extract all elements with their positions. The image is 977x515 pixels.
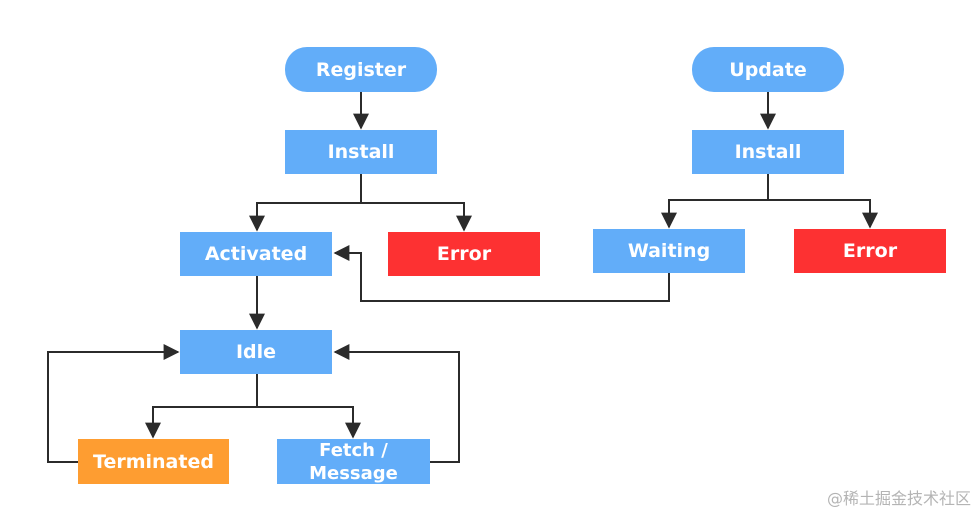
- install-node-left: Install: [285, 130, 437, 174]
- edge-idle-to-terminated: [145, 374, 258, 439]
- edge-install-to-error-left: [361, 202, 472, 232]
- error-node-left: Error: [388, 232, 540, 276]
- edge-install-to-error-right: [768, 199, 878, 229]
- edge-install-to-waiting: [661, 174, 769, 229]
- install-node-right: Install: [692, 130, 844, 174]
- waiting-node: Waiting: [593, 229, 745, 273]
- register-node: Register: [285, 47, 437, 92]
- edge-fetch-to-idle: [333, 344, 460, 463]
- edge-idle-to-fetch: [257, 406, 361, 439]
- edge-install-to-activated: [249, 174, 362, 232]
- watermark: @稀土掘金技术社区: [826, 489, 971, 508]
- activated-node: Activated: [180, 232, 332, 276]
- error-node-right: Error: [794, 229, 946, 273]
- fetch-message-node: Fetch / Message: [277, 439, 430, 484]
- idle-node: Idle: [180, 330, 332, 374]
- edge-terminated-to-idle: [47, 344, 180, 463]
- edge-waiting-to-activated: [333, 245, 670, 302]
- terminated-node: Terminated: [78, 439, 229, 484]
- update-node: Update: [692, 47, 844, 92]
